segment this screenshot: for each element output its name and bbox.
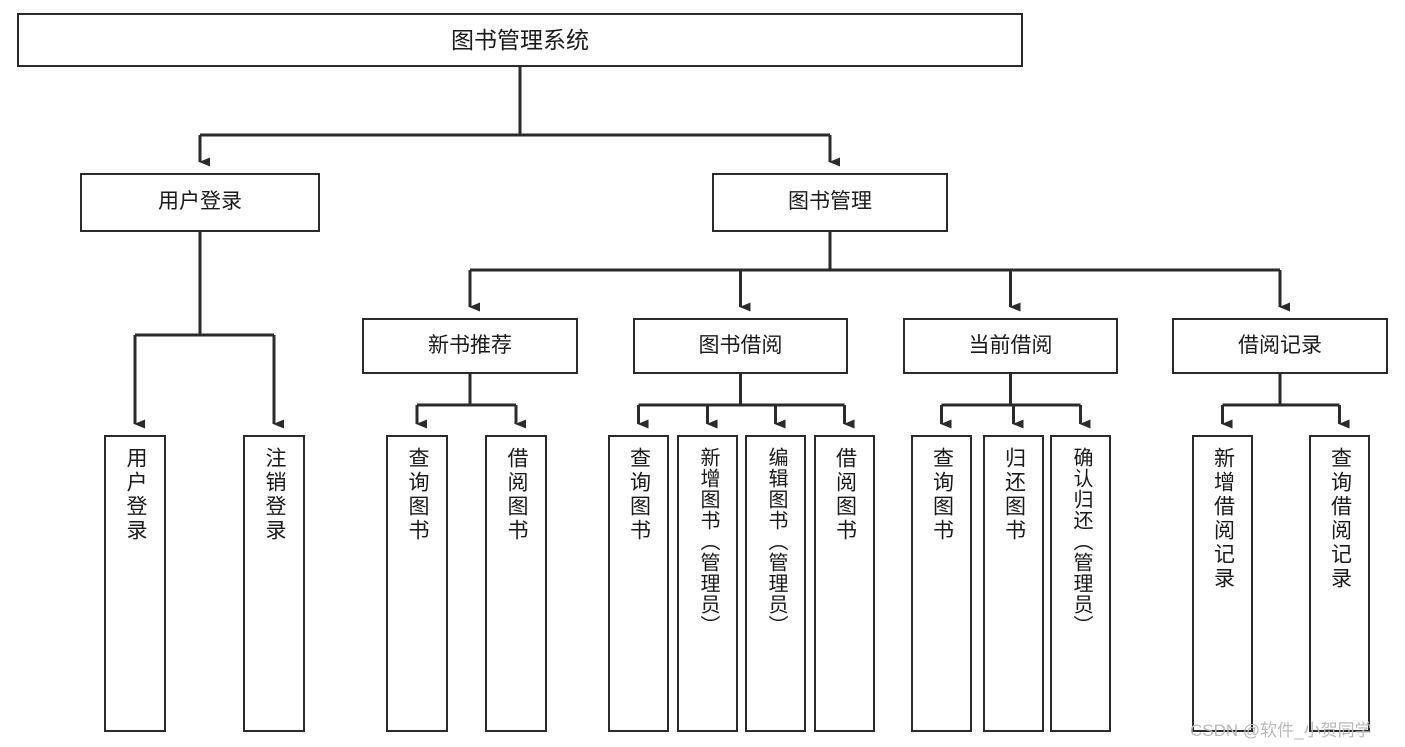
node-label: 新书推荐 bbox=[428, 333, 512, 357]
node-book-borrow[interactable]: 图书借阅 bbox=[633, 318, 848, 374]
node-leaf-query-books-current[interactable]: 查询图书 bbox=[911, 435, 972, 732]
node-leaf-add-book-admin[interactable]: 新增图书（管理员） bbox=[677, 435, 738, 732]
node-leaf-return-book[interactable]: 归还图书 bbox=[983, 435, 1044, 732]
node-label: 查询图书 bbox=[930, 447, 954, 543]
node-leaf-query-borrow-record[interactable]: 查询借阅记录 bbox=[1309, 435, 1370, 732]
node-label: 归还图书 bbox=[1002, 447, 1026, 543]
node-label: 用户登录 bbox=[158, 190, 242, 214]
node-leaf-user-login[interactable]: 用户登录 bbox=[104, 435, 166, 732]
node-label: 新增图书（管理员） bbox=[697, 447, 719, 636]
node-label: 新增借阅记录 bbox=[1211, 447, 1235, 591]
node-leaf-query-books-recommend[interactable]: 查询图书 bbox=[386, 435, 448, 732]
node-label: 查询借阅记录 bbox=[1328, 447, 1352, 591]
node-label: 查询图书 bbox=[627, 447, 651, 543]
node-label: 图书管理 bbox=[788, 190, 872, 214]
node-label: 注销登录 bbox=[263, 447, 287, 543]
node-leaf-query-books-borrow[interactable]: 查询图书 bbox=[608, 435, 669, 732]
node-new-book-recommend[interactable]: 新书推荐 bbox=[362, 318, 578, 374]
node-current-borrow[interactable]: 当前借阅 bbox=[903, 318, 1118, 374]
node-user-login[interactable]: 用户登录 bbox=[80, 173, 320, 232]
node-leaf-borrow-book[interactable]: 借阅图书 bbox=[814, 435, 875, 732]
node-leaf-add-borrow-record[interactable]: 新增借阅记录 bbox=[1192, 435, 1253, 732]
node-label: 图书管理系统 bbox=[451, 26, 589, 53]
node-leaf-logout-login[interactable]: 注销登录 bbox=[243, 435, 305, 732]
node-label: 借阅图书 bbox=[505, 447, 529, 543]
node-label: 用户登录 bbox=[124, 447, 148, 543]
node-system-title[interactable]: 图书管理系统 bbox=[17, 13, 1023, 67]
node-label: 借阅图书 bbox=[833, 447, 857, 543]
node-book-management[interactable]: 图书管理 bbox=[712, 173, 948, 232]
node-label: 确认归还（管理员） bbox=[1070, 447, 1092, 636]
node-label: 当前借阅 bbox=[968, 333, 1053, 357]
node-label: 借阅记录 bbox=[1238, 333, 1322, 357]
node-leaf-borrow-books-recommend[interactable]: 借阅图书 bbox=[485, 435, 547, 732]
node-label: 图书借阅 bbox=[698, 333, 783, 357]
node-label: 查询图书 bbox=[406, 447, 430, 543]
node-borrow-record[interactable]: 借阅记录 bbox=[1172, 318, 1388, 374]
node-leaf-confirm-return-admin[interactable]: 确认归还（管理员） bbox=[1050, 435, 1111, 732]
node-label: 编辑图书（管理员） bbox=[765, 447, 787, 636]
node-leaf-edit-book-admin[interactable]: 编辑图书（管理员） bbox=[745, 435, 806, 732]
